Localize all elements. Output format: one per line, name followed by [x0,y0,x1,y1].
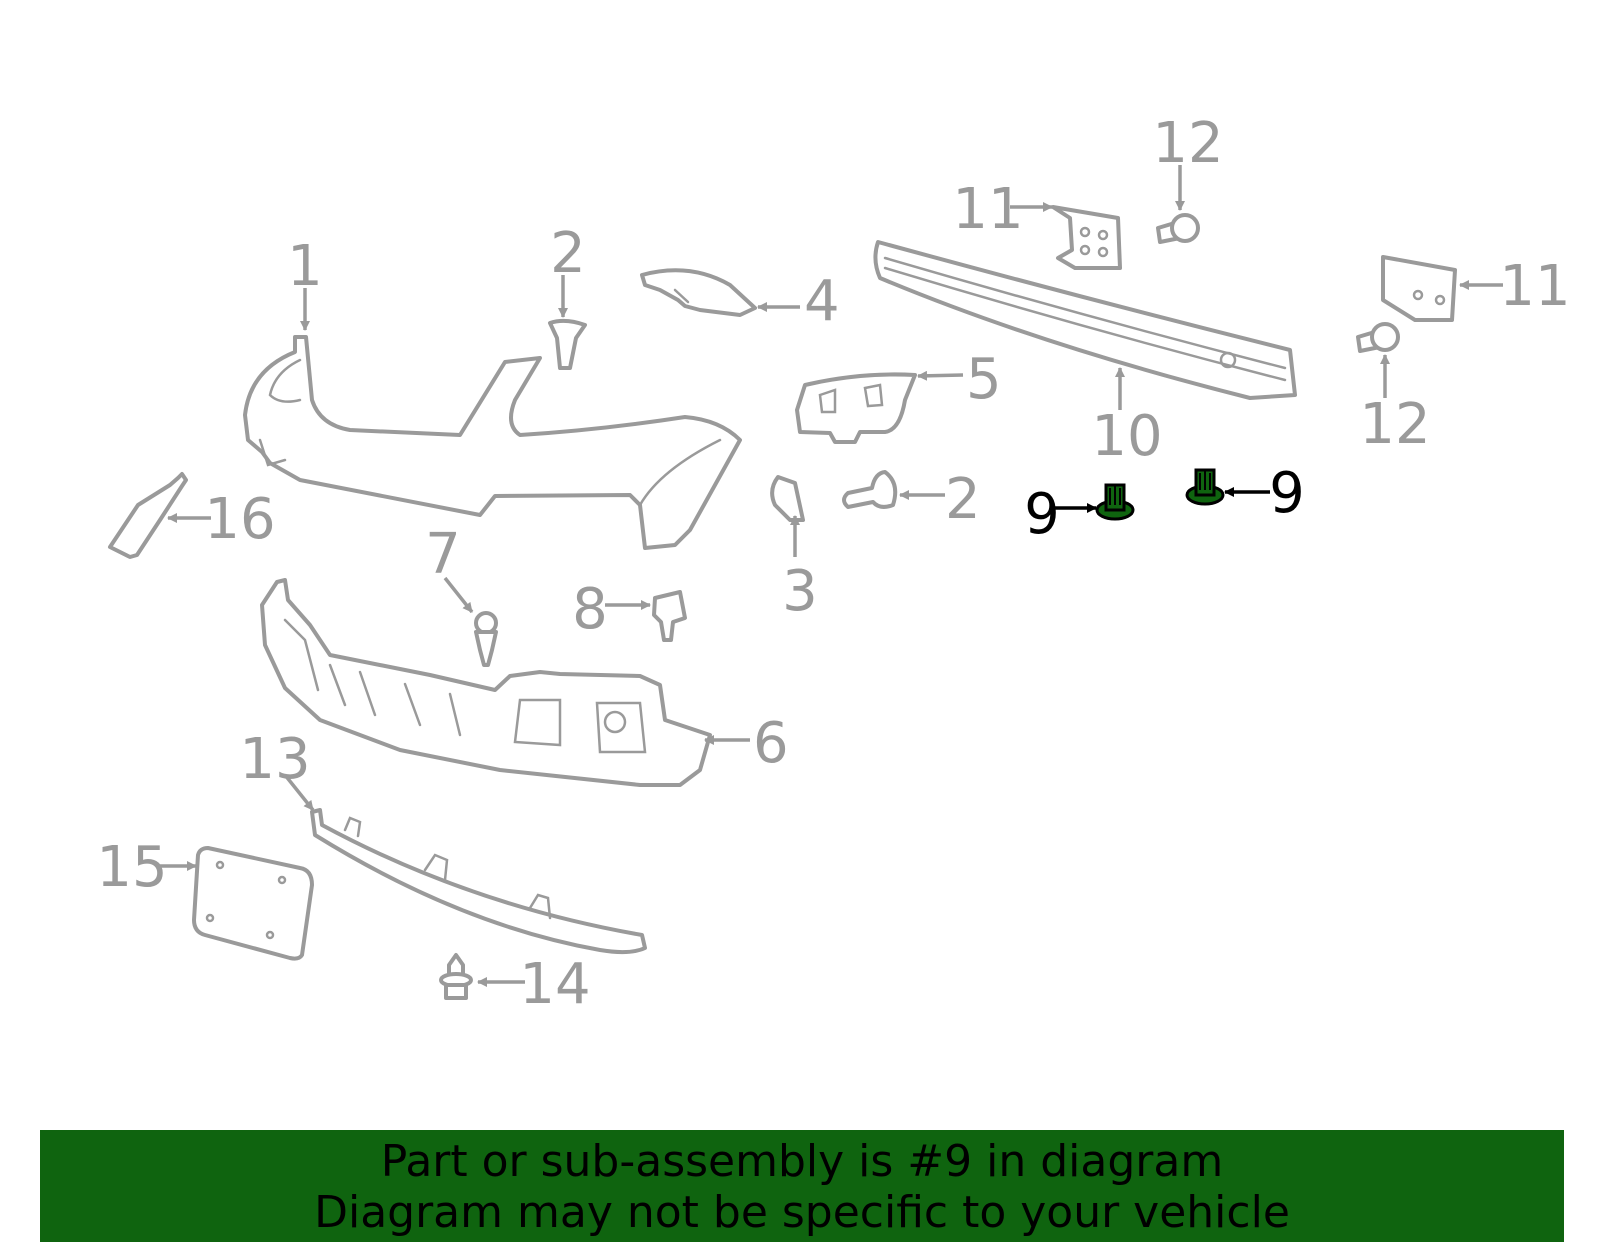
part-4-guide [640,268,757,317]
part-10-reinforcement-bar [873,240,1297,400]
part-12-bolt-bottom [1356,322,1400,353]
part-8-clip [652,590,687,642]
part-13-bracket-rail [310,808,647,955]
part-9-fastener-left [1095,483,1135,521]
banner-line-2: Diagram may not be specific to your vehi… [314,1187,1290,1238]
part-11-bracket-right [1381,255,1457,322]
callout-14: 14 [519,952,590,1017]
callout-15: 15 [96,835,167,900]
callout-4: 4 [804,269,840,334]
part-7-clip [474,611,498,667]
callout-11-right: 11 [1499,254,1570,319]
callout-2-side: 2 [945,467,981,532]
part-3-bracket [770,475,805,522]
callout-5: 5 [966,347,1002,412]
part-11-bracket-left [1051,205,1122,270]
callout-8: 8 [572,577,608,642]
banner-line-1: Part or sub-assembly is #9 in diagram [380,1136,1224,1187]
part-15-license-plate-bracket [192,846,314,961]
info-banner: Part or sub-assembly is #9 in diagram Di… [40,1130,1564,1242]
callout-7: 7 [425,522,461,587]
callout-1: 1 [287,234,323,299]
part-14-push-clip [439,953,473,1000]
callout-16: 16 [204,487,275,552]
part-16-sensor [108,472,188,559]
callout-10: 10 [1091,404,1162,469]
callout-12-bottom: 12 [1359,392,1430,457]
leader-arrows [160,165,1503,987]
part-12-bolt-top [1156,213,1200,244]
callout-12-top: 12 [1152,111,1223,176]
callout-11-left: 11 [952,177,1023,242]
callout-9-right: 9 [1269,461,1305,526]
part-9-fastener-right [1185,468,1225,506]
part-2-push-pin-side [842,470,898,509]
callout-2-top: 2 [550,221,586,286]
part-2-push-pin-top [548,318,587,370]
part-5-mount-bracket [795,372,917,444]
callout-13: 13 [239,727,310,792]
callout-3: 3 [782,559,818,624]
callout-6: 6 [753,711,789,776]
part-6-lower-valance [260,578,712,787]
part-1-bumper-cover [243,335,742,550]
callout-9-left: 9 [1024,482,1060,547]
